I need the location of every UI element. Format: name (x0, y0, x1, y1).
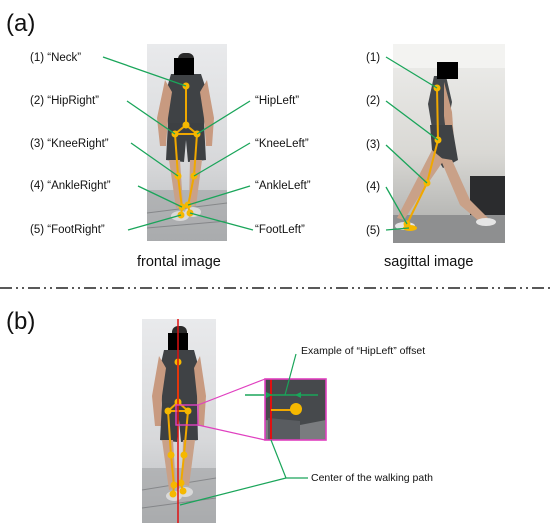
zoom-inset (245, 378, 327, 441)
sagittal-num-4: (4) (366, 181, 380, 193)
label-foot-left: “FootLeft” (255, 224, 305, 236)
sagittal-photo (393, 44, 505, 243)
sagittal-caption: sagittal image (384, 254, 473, 270)
label-knee-left: “KneeLeft” (255, 138, 309, 150)
face-mask-sagittal (437, 62, 458, 79)
center-note-leader-upper (270, 439, 308, 479)
panel-b-label: (b) (6, 308, 35, 335)
panel-a-label: (a) (6, 10, 35, 37)
label-hip-left: “HipLeft” (255, 95, 299, 107)
offset-note: Example of “HipLeft” offset (301, 345, 425, 357)
sagittal-num-5: (5) (366, 225, 380, 237)
sagittal-num-2: (2) (366, 95, 380, 107)
label-neck: (1) “Neck” (30, 52, 81, 64)
label-foot-right: (5) “FootRight” (30, 224, 105, 236)
center-note: Center of the walking path (311, 472, 433, 484)
walking-skeleton (164, 358, 192, 498)
zoom-link-bottom (197, 424, 266, 441)
face-mask (174, 58, 194, 75)
center-note-leader-lower (179, 477, 287, 506)
label-ankle-right: (4) “AnkleRight” (30, 180, 111, 192)
zoom-link-top (197, 378, 266, 406)
sagittal-num-1: (1) (366, 52, 380, 64)
offset-note-leader (284, 353, 297, 396)
label-knee-right: (3) “KneeRight” (30, 138, 109, 150)
label-hip-right: (2) “HipRight” (30, 95, 99, 107)
frontal-leader-lines (102, 56, 254, 231)
frontal-caption: frontal image (137, 254, 221, 270)
sagittal-num-3: (3) (366, 139, 380, 151)
zoom-source-box (175, 404, 199, 426)
label-ankle-left: “AnkleLeft” (255, 180, 311, 192)
sagittal-leader-lines (385, 56, 439, 231)
